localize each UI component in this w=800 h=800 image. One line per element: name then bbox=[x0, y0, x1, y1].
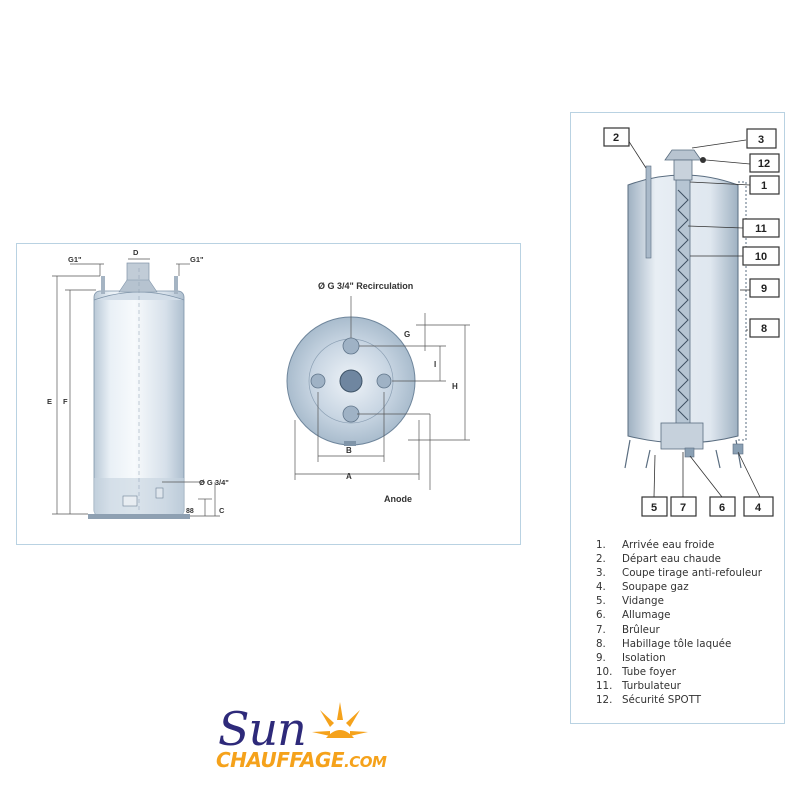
label-anode: Anode bbox=[384, 494, 412, 504]
callout-8: 8 bbox=[761, 323, 767, 335]
label-e: E bbox=[47, 397, 52, 406]
logo-word-chauffage: CHAUFFAGE.COM bbox=[216, 748, 387, 772]
legend-item: 9.Isolation bbox=[596, 651, 666, 664]
callout-12: 12 bbox=[758, 158, 770, 170]
callout-11-box bbox=[742, 218, 780, 238]
callout-1-box bbox=[749, 175, 780, 195]
label-i: I bbox=[434, 360, 436, 369]
callout-6: 6 bbox=[719, 502, 725, 514]
sun-chauffage-logo[interactable]: Sun CHAUFFAGE.COM bbox=[216, 700, 422, 790]
legend-item: 2.Départ eau chaude bbox=[596, 553, 721, 566]
control-box bbox=[122, 495, 138, 507]
dimensions-panel bbox=[16, 243, 521, 545]
port-bottom bbox=[342, 405, 360, 423]
callout-9-box bbox=[749, 278, 780, 298]
label-g1-right: G1" bbox=[190, 255, 204, 264]
label-a: A bbox=[346, 472, 352, 481]
flue-center bbox=[339, 369, 363, 393]
port-top bbox=[342, 337, 360, 355]
hot-water-pipe bbox=[645, 165, 652, 259]
parts-legend: 1.Arrivée eau froide 2.Départ eau chaude… bbox=[596, 538, 762, 707]
draft-diverter bbox=[664, 149, 702, 161]
legend-item: 1.Arrivée eau froide bbox=[596, 539, 715, 551]
label-d: D bbox=[133, 248, 139, 257]
label-c: C bbox=[219, 506, 225, 515]
legend-item: 6.Allumage bbox=[596, 609, 671, 622]
tank-base-band bbox=[94, 478, 184, 516]
callout-12-box bbox=[749, 153, 780, 173]
legend-item: 4.Soupape gaz bbox=[596, 581, 689, 594]
callout-3-box bbox=[746, 128, 777, 149]
label-88: 88 bbox=[186, 508, 194, 515]
legend-item: 10.Tube foyer bbox=[596, 665, 676, 678]
label-b: B bbox=[346, 446, 352, 455]
port-right bbox=[376, 373, 392, 389]
port-left bbox=[310, 373, 326, 389]
callout-9: 9 bbox=[761, 283, 767, 295]
callout-11: 11 bbox=[755, 223, 767, 235]
callout-6-box bbox=[709, 496, 736, 517]
callout-7-box bbox=[670, 496, 697, 517]
top-view: Ø G 3/4" Recirculation G I H B A Anode bbox=[286, 281, 470, 504]
label-recirculation: Ø G 3/4" Recirculation bbox=[318, 281, 413, 291]
spott-sensor bbox=[700, 157, 706, 163]
draft-hood bbox=[118, 279, 158, 293]
callout-5: 5 bbox=[651, 502, 657, 514]
callout-10: 10 bbox=[755, 251, 767, 263]
callout-1: 1 bbox=[761, 180, 767, 192]
front-view: G1" D G1" E F Ø G 3/4" 88 C bbox=[47, 248, 229, 519]
burner bbox=[660, 422, 704, 450]
callout-2: 2 bbox=[613, 132, 619, 144]
callout-8-box bbox=[749, 318, 780, 338]
logo-word-sun: Sun bbox=[218, 702, 307, 756]
label-g: G bbox=[404, 330, 410, 339]
callout-7: 7 bbox=[680, 502, 686, 514]
turbulator bbox=[677, 189, 689, 421]
pipe-left bbox=[101, 276, 105, 294]
legend-item: 7.Brûleur bbox=[596, 623, 660, 636]
inlet-connector bbox=[155, 487, 164, 499]
label-inlet: Ø G 3/4" bbox=[199, 478, 229, 487]
callout-5-box bbox=[641, 496, 668, 517]
legend-item: 12.Sécurité SPOTT bbox=[596, 694, 702, 707]
label-g1-left: G1" bbox=[68, 255, 82, 264]
cutaway-panel bbox=[570, 112, 785, 724]
cutaway-view: 2 3 12 1 11 10 9 8 5 7 6 4 bbox=[603, 127, 780, 517]
callout-3: 3 bbox=[758, 134, 764, 146]
callout-4-box bbox=[743, 496, 774, 517]
pipe-right bbox=[174, 276, 178, 294]
legend-item: 11.Turbulateur bbox=[596, 679, 681, 692]
callout-10-box bbox=[742, 246, 780, 266]
legend-item: 5.Vidange bbox=[596, 595, 664, 608]
legend-item: 3.Coupe tirage anti-refouleur bbox=[596, 567, 762, 580]
callout-2-box bbox=[603, 127, 630, 147]
legend-item: 8.Habillage tôle laquée bbox=[596, 637, 732, 650]
tank-plinth bbox=[88, 514, 190, 519]
sun-icon bbox=[312, 702, 368, 738]
label-h: H bbox=[452, 382, 458, 391]
callout-4: 4 bbox=[755, 502, 762, 514]
label-f: F bbox=[63, 397, 68, 406]
